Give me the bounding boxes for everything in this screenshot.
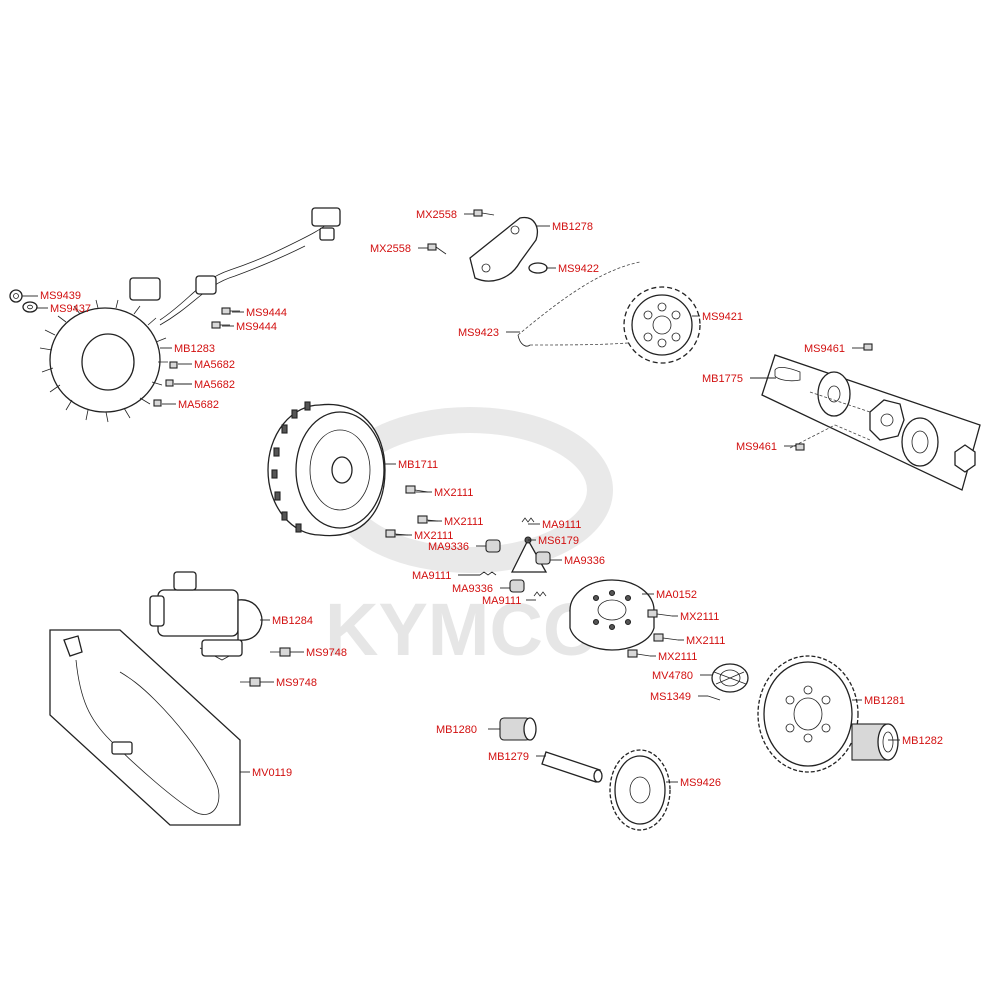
spring-ma9111-c xyxy=(533,591,547,597)
label-mx2558-a: MX2558 xyxy=(416,209,457,221)
gear-mb1281 xyxy=(757,655,859,773)
roller-ma9336-c xyxy=(509,579,525,593)
label-ma9336-c: MA9336 xyxy=(452,583,493,595)
label-mb1279: MB1279 xyxy=(488,751,529,763)
label-ms9439: MS9439 xyxy=(40,290,81,302)
label-mv4780: MV4780 xyxy=(652,670,693,682)
label-mb1280: MB1280 xyxy=(436,724,477,736)
label-ma9336-b: MA9336 xyxy=(564,555,605,567)
label-ms9426: MS9426 xyxy=(680,777,721,789)
label-mb1775: MB1775 xyxy=(702,373,743,385)
label-mx2111-a: MX2111 xyxy=(434,487,473,499)
label-ma5682-b: MA5682 xyxy=(194,379,235,391)
label-ms9748-a: MS9748 xyxy=(306,647,347,659)
bolt-mx2558-b xyxy=(427,243,447,255)
label-ms9461-b: MS9461 xyxy=(736,441,777,453)
label-mb1278: MB1278 xyxy=(552,221,593,233)
label-ma9111-a: MA9111 xyxy=(542,519,581,531)
bolt-mx2111-b xyxy=(417,515,439,524)
washer-ms9437 xyxy=(22,301,38,313)
label-ms9444-b: MS9444 xyxy=(236,321,277,333)
bearing-mv4780 xyxy=(711,663,749,693)
label-ms9461-a: MS9461 xyxy=(804,343,845,355)
roller-ma9336-a xyxy=(485,539,501,553)
chain-guide-mb1278 xyxy=(469,216,538,282)
label-mx2558-b: MX2558 xyxy=(370,243,411,255)
flywheel-mb1711 xyxy=(267,401,386,537)
label-mv0119: MV0119 xyxy=(252,767,292,779)
stator-coil xyxy=(39,207,341,423)
label-ms6179: MS6179 xyxy=(538,535,579,547)
screw-ms9461-b xyxy=(795,443,805,451)
label-ma9336-a: MA9336 xyxy=(428,541,469,553)
screw-ma5682-b xyxy=(165,379,174,387)
cable-box-mv0119 xyxy=(49,629,241,826)
label-ma5682-c: MA5682 xyxy=(178,399,219,411)
bush-mb1280 xyxy=(499,717,537,741)
starter-motor-mb1284 xyxy=(149,571,263,661)
roller-ma9336-b xyxy=(535,551,551,565)
shaft-mb1279 xyxy=(541,751,603,783)
label-mb1283: MB1283 xyxy=(174,343,215,355)
screw-ma5682-a xyxy=(169,361,178,369)
screw-ms9444-b xyxy=(211,321,230,329)
spring-ma9111-b xyxy=(479,571,497,576)
starter-clutch-ma0152 xyxy=(569,579,655,651)
sprocket-ms9421 xyxy=(623,286,701,364)
bearing-mb1282 xyxy=(851,723,899,761)
label-mx2111-f: MX2111 xyxy=(658,651,697,663)
screw-ms9461-a xyxy=(863,343,873,351)
label-ms9421: MS9421 xyxy=(702,311,743,323)
assembly-box-mb1775 xyxy=(761,354,981,491)
leader-lines xyxy=(22,213,900,783)
label-mx2111-b: MX2111 xyxy=(444,516,483,528)
nut-ms9439 xyxy=(9,289,23,303)
screw-ms9444-a xyxy=(221,307,240,315)
label-ms9444-a: MS9444 xyxy=(246,307,287,319)
label-ms9422: MS9422 xyxy=(558,263,599,275)
spring-ma9111-a xyxy=(521,517,535,523)
watermark-logo: KYMCO xyxy=(325,407,613,671)
label-mx2111-e: MX2111 xyxy=(686,635,725,647)
label-ms9748-b: MS9748 xyxy=(276,677,317,689)
label-mx2111-d: MX2111 xyxy=(680,611,719,623)
pin-ms1349 xyxy=(707,695,721,701)
label-ma9111-b: MA9111 xyxy=(412,570,451,582)
bolt-ms9748-b xyxy=(240,677,261,687)
label-ma0152: MA0152 xyxy=(656,589,697,601)
label-mx2111-c: MX2111 xyxy=(414,530,453,542)
bolt-mx2111-d xyxy=(647,609,673,618)
label-ms1349: MS1349 xyxy=(650,691,691,703)
label-mb1282: MB1282 xyxy=(902,735,943,747)
screw-ma5682-c xyxy=(153,399,162,407)
bolt-mx2558-a xyxy=(473,209,495,217)
label-ma5682-a: MA5682 xyxy=(194,359,235,371)
label-mb1281: MB1281 xyxy=(864,695,905,707)
bolt-ms9748-a xyxy=(270,647,291,657)
label-ma9111-c: MA9111 xyxy=(482,595,521,607)
gear-ms9426 xyxy=(609,749,671,831)
clip-ms9422 xyxy=(528,262,548,274)
label-ms9423: MS9423 xyxy=(458,327,499,339)
bolt-mx2111-e xyxy=(653,633,679,642)
watermark-text: KYMCO xyxy=(325,588,600,671)
label-mb1284: MB1284 xyxy=(272,615,313,627)
bolt-mx2111-f xyxy=(627,649,651,658)
part-labels: MS9439 MS9437 MB1283 MS9444 MS9444 MA568… xyxy=(40,209,943,789)
label-ms9437: MS9437 xyxy=(50,303,91,315)
label-mb1711: MB1711 xyxy=(398,459,438,471)
